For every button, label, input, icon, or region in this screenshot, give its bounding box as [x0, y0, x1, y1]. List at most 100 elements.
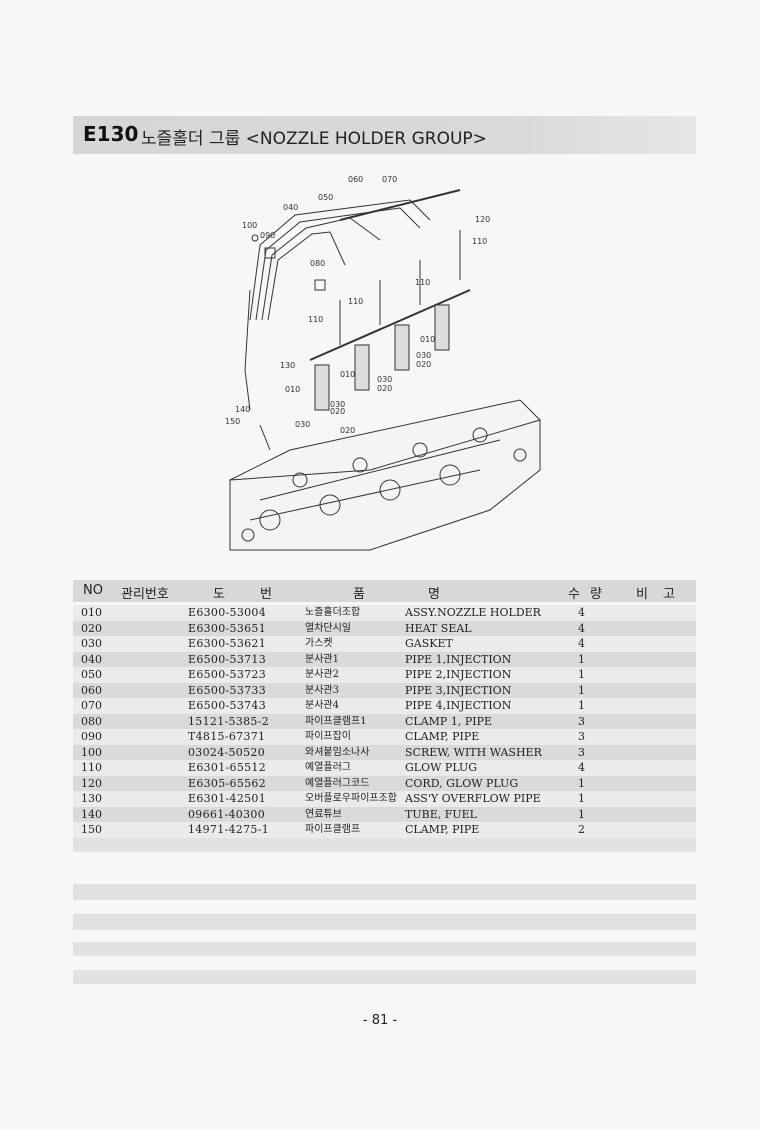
part-number: 150	[81, 823, 102, 836]
part-number: 070	[81, 699, 102, 712]
korean-name: 오버플로우파이프조합	[305, 793, 397, 804]
svg-text:080: 080	[310, 259, 325, 268]
drawing-number: E6300-53651	[188, 621, 267, 635]
part-number: 030	[81, 637, 102, 650]
quantity: 4	[578, 761, 585, 774]
part-number: 090	[81, 730, 102, 743]
quantity: 1	[578, 807, 585, 821]
svg-text:030: 030	[377, 375, 392, 384]
english-name: GASKET	[405, 637, 453, 650]
quantity: 1	[578, 776, 585, 790]
drawing-number: 14971-4275-1	[188, 823, 270, 836]
english-name: PIPE 3,INJECTION	[405, 683, 512, 697]
drawing-number: E6300-53621	[188, 637, 267, 650]
svg-text:030: 030	[330, 400, 345, 409]
part-number: 080	[81, 714, 102, 728]
svg-text:020: 020	[330, 407, 345, 416]
header-do: 도	[213, 587, 225, 602]
svg-text:030: 030	[416, 351, 431, 360]
korean-name: 파이프잡이	[305, 731, 351, 742]
svg-text:020: 020	[340, 426, 355, 435]
part-number: 110	[81, 761, 102, 774]
quantity: 3	[578, 730, 585, 743]
svg-text:010: 010	[420, 335, 435, 344]
part-number: 120	[81, 776, 102, 790]
drawing-number: E6500-53733	[188, 683, 267, 697]
part-number: 010	[81, 606, 102, 619]
english-name: CLAMP, PIPE	[405, 730, 480, 743]
header-mgmt: 관리번호	[121, 587, 169, 602]
drawing-number: E6301-65512	[188, 761, 267, 774]
drawing-number: E6300-53004	[188, 606, 267, 619]
header-myeong: 명	[428, 587, 440, 602]
korean-name: 분사관1	[305, 653, 339, 665]
svg-text:060: 060	[348, 175, 363, 184]
empty-table-area	[73, 838, 696, 984]
korean-name: 분사관2	[305, 669, 339, 680]
svg-text:090: 090	[260, 231, 275, 240]
part-number: 140	[81, 807, 102, 821]
header-no: NO	[83, 583, 103, 598]
svg-text:010: 010	[285, 385, 300, 394]
english-name: SCREW, WITH WASHER	[405, 745, 542, 759]
page-number: - 81 -	[362, 1013, 398, 1028]
part-number: 020	[81, 621, 102, 635]
korean-name: 예열플러그코드	[305, 777, 370, 789]
header-bi: 비	[636, 587, 648, 602]
header-go: 고	[663, 587, 675, 602]
svg-text:040: 040	[283, 203, 298, 212]
english-name: TUBE, FUEL	[405, 807, 477, 821]
korean-name: 분사관4	[305, 700, 339, 711]
header-su: 수	[568, 587, 580, 602]
header-pum: 품	[353, 587, 365, 602]
svg-text:150: 150	[225, 417, 240, 426]
korean-name: 가스켓	[305, 638, 333, 649]
korean-name: 분사관3	[305, 684, 339, 696]
drawing-number: E6500-53713	[188, 652, 267, 666]
korean-name: 와셔붙임소나사	[305, 746, 370, 758]
quantity: 3	[578, 745, 585, 759]
korean-name: 파이프클램프1	[305, 715, 367, 727]
quantity: 1	[578, 699, 585, 712]
drawing-number: E6500-53723	[188, 668, 267, 681]
section-title: 노즐홀더 그룹 <NOZZLE HOLDER GROUP>	[141, 129, 487, 149]
korean-name: 연료튜브	[305, 808, 342, 820]
drawing-number: 03024-50520	[188, 745, 266, 759]
korean-name: 파이프클램프	[305, 824, 361, 835]
drawing-number: E6301-42501	[188, 792, 267, 805]
part-number: 040	[81, 652, 102, 666]
quantity: 2	[578, 823, 585, 836]
section-code: E130	[83, 122, 139, 146]
svg-text:110: 110	[472, 237, 487, 246]
svg-text:030: 030	[295, 420, 310, 429]
drawing-number: 09661-40300	[188, 807, 266, 821]
svg-text:140: 140	[235, 405, 250, 414]
english-name: CLAMP 1, PIPE	[405, 714, 492, 728]
svg-text:020: 020	[416, 360, 431, 369]
svg-text:110: 110	[308, 315, 323, 324]
part-number: 050	[81, 668, 102, 681]
section-title-bar: E130 노즐홀더 그룹 <NOZZLE HOLDER GROUP>	[73, 116, 696, 154]
quantity: 1	[578, 792, 585, 805]
header-ryang: 량	[590, 587, 602, 602]
svg-text:100: 100	[242, 221, 257, 230]
part-number: 130	[81, 792, 102, 805]
svg-text:120: 120	[475, 215, 490, 224]
quantity: 3	[578, 714, 585, 728]
quantity: 1	[578, 683, 585, 697]
header-beon: 번	[260, 587, 272, 602]
quantity: 1	[578, 668, 585, 681]
table-row: 140 09661-40300 연료튜브 TUBE, FUEL 1	[73, 806, 696, 822]
english-name: PIPE 4,INJECTION	[405, 699, 512, 712]
svg-text:110: 110	[348, 297, 363, 306]
